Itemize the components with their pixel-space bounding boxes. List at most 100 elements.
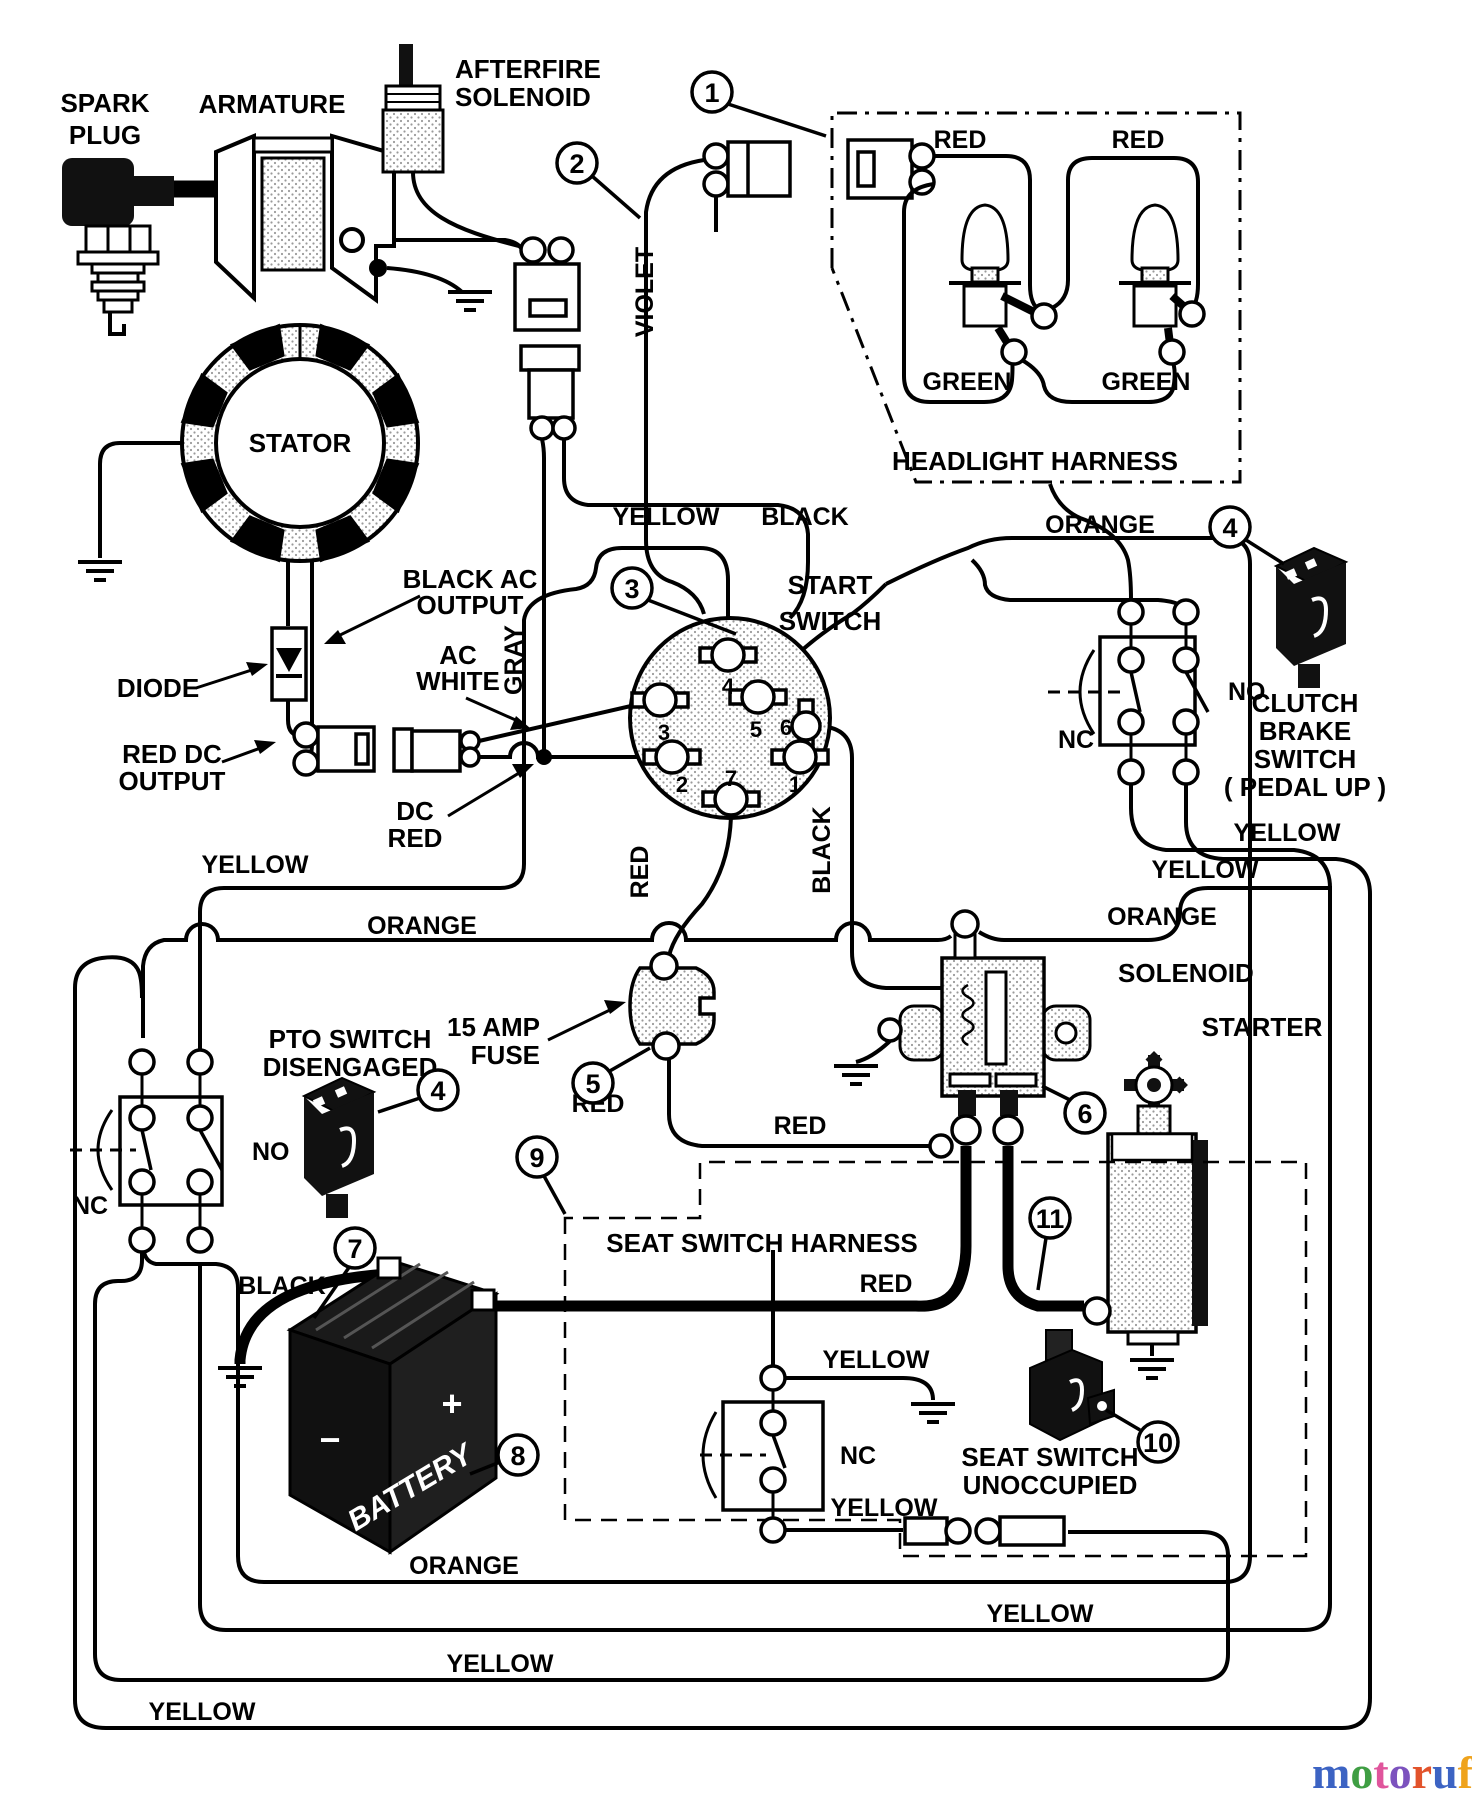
black-ac-pointer <box>324 594 421 644</box>
pto-nc-label: NC <box>72 1192 108 1220</box>
callout-8-num: 8 <box>510 1441 525 1471</box>
stator-label: STATOR <box>249 428 352 458</box>
wire-black-solenoid <box>819 724 956 990</box>
cable-battery-ground <box>234 1268 389 1364</box>
red-wire-label: RED <box>860 1270 913 1298</box>
diode-icon <box>270 626 308 702</box>
seat-harness-boundary <box>563 1160 1308 1558</box>
violet-wire-label: VIOLET <box>631 247 659 337</box>
clutch-label-1: CLUTCH <box>1252 688 1359 718</box>
solenoid-label: SOLENOID <box>1118 958 1254 988</box>
callout-3: 3 <box>610 566 737 636</box>
red-dc-label-2: OUTPUT <box>119 766 226 796</box>
headlight-bulb-icon <box>949 203 1058 366</box>
logo-letter: f <box>1458 1747 1472 1798</box>
terminal-4: 4 <box>722 674 735 699</box>
wire-red-solenoid <box>667 1056 932 1148</box>
yellow-wire-label: YELLOW <box>613 503 720 531</box>
wire-clutch-nc-top <box>1048 483 1133 601</box>
wire-red-fuse <box>667 816 733 957</box>
afterfire-solenoid-icon <box>381 44 445 174</box>
clutch-label-2: BRAKE <box>1259 716 1351 746</box>
spark-plug-label-2: PLUG <box>69 120 141 150</box>
pto-connector-icon <box>301 1076 377 1218</box>
connector-icon <box>903 1515 1066 1547</box>
wire-afterfire <box>411 171 520 248</box>
motoruf-logo[interactable]: motoruf.de <box>1312 1747 1472 1798</box>
black-wire-label: BLACK <box>761 503 849 531</box>
diode-label: DIODE <box>117 673 199 703</box>
cable-battery-solenoid <box>496 1146 972 1312</box>
seat-switch-label-1: SEAT SWITCH <box>961 1442 1138 1472</box>
ac-white-label-1: AC <box>439 640 477 670</box>
armature-label: ARMATURE <box>199 89 346 119</box>
headlight-harness-boundary <box>830 111 1242 484</box>
dc-red-label-1: DC <box>396 796 434 826</box>
headlight-wires <box>902 154 1200 404</box>
solenoid-icon <box>877 909 1092 1159</box>
pto-label-2: DISENGAGED <box>263 1052 438 1082</box>
yellow-wire-label: YELLOW <box>1152 856 1259 884</box>
callout-2: 2 <box>555 141 642 220</box>
callout-6: 6 <box>1041 1084 1107 1135</box>
terminal-1: 1 <box>789 772 801 797</box>
wire-gray <box>540 438 546 757</box>
headlight-harness-label: HEADLIGHT HARNESS <box>892 446 1178 476</box>
pto-switch-schematic <box>70 1048 224 1254</box>
yellow-wire-label: YELLOW <box>447 1650 554 1678</box>
logo-letter: u <box>1432 1747 1458 1798</box>
wire-solenoid-ground <box>855 1039 892 1064</box>
starter-icon <box>1082 1051 1208 1346</box>
ground-icon <box>834 1064 878 1086</box>
dc-red-pointer <box>447 764 534 818</box>
black-ac-label-1: BLACK AC <box>403 564 538 594</box>
orange-wire-label: ORANGE <box>367 912 477 940</box>
ground-icon <box>1130 1358 1174 1380</box>
wire-yellow-run4 <box>73 784 1372 1730</box>
logo-letter: o <box>1350 1747 1373 1798</box>
red-dc-label-1: RED DC <box>122 739 222 769</box>
terminal-3: 3 <box>658 720 670 745</box>
orange-wire-label: ORANGE <box>1107 903 1217 931</box>
yellow-wire-label: YELLOW <box>987 1600 1094 1628</box>
battery-minus: − <box>319 1419 340 1460</box>
yellow-wire-label: YELLOW <box>149 1698 256 1726</box>
wire-seat-yellow-top <box>785 1376 935 1401</box>
black-wire-label: BLACK <box>808 806 836 894</box>
logo-letter: r <box>1412 1747 1432 1798</box>
callout-6-num: 6 <box>1077 1099 1092 1129</box>
wire-orange-mid-left <box>141 921 953 1038</box>
red-wire-label: RED <box>774 1112 827 1140</box>
clutch-label-3: SWITCH <box>1254 744 1357 774</box>
battery-icon: + − BATTERY <box>286 1256 500 1555</box>
wire-armature-ground <box>386 266 464 294</box>
callout-10-num: 10 <box>1143 1428 1173 1458</box>
wire-orange-mid-right <box>977 886 1332 942</box>
dc-red-label-2: RED <box>388 823 443 853</box>
ground-icon <box>911 1402 955 1424</box>
wire-yellow-run3 <box>93 1252 1230 1682</box>
connector-icon <box>513 236 581 441</box>
ground-symbols <box>78 290 1174 1424</box>
clutch-connector-icon <box>1273 546 1349 688</box>
callout-10: 10 <box>1105 1408 1180 1464</box>
black-ac-label-2: OUTPUT <box>417 590 524 620</box>
terminal-6: 6 <box>780 715 792 740</box>
callout-9: 9 <box>515 1135 567 1215</box>
battery-plus: + <box>441 1383 462 1424</box>
red-wire-label: RED <box>626 846 654 899</box>
wire-yellow-run2 <box>198 784 1332 1632</box>
callout-1: 1 <box>690 70 827 138</box>
wire-dc-red <box>479 741 657 759</box>
clutch-nc-label: NC <box>1058 726 1094 754</box>
ground-icon <box>218 1366 262 1388</box>
seat-switch-schematic <box>700 1364 825 1544</box>
stator-icon <box>180 323 420 563</box>
gray-wire-label: GRAY <box>500 625 528 695</box>
callout-4-pto: 4 <box>377 1068 460 1114</box>
wire-clutch-no-top <box>970 558 1188 615</box>
ground-icon <box>448 290 492 312</box>
black-wire-label: BLACK <box>238 1272 326 1300</box>
starter-label: STARTER <box>1202 1012 1323 1042</box>
